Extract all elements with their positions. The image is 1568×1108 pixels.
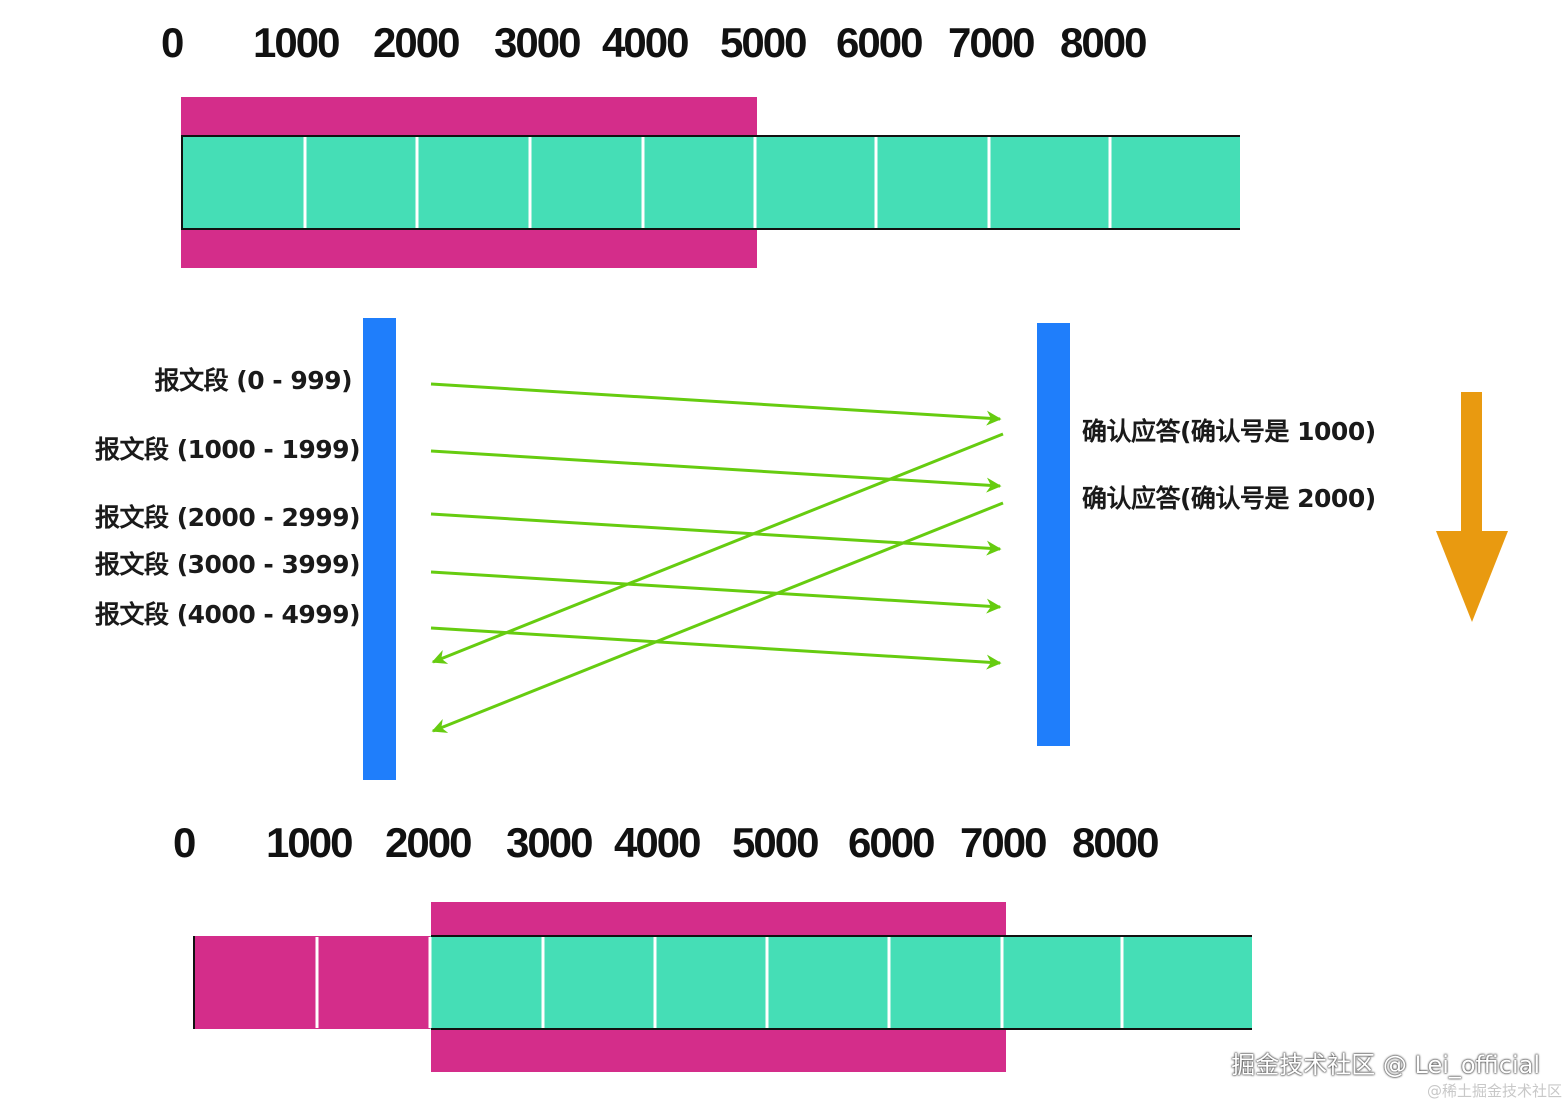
top-scale-label-3000: 3000 <box>494 19 581 66</box>
top-scale-label-6000: 6000 <box>836 19 923 66</box>
segment-label-2: 报文段 (2000 - 2999) <box>95 503 361 532</box>
receiver-timeline <box>1037 323 1070 746</box>
bottom-scale-label-7000: 7000 <box>960 819 1047 866</box>
segment-arrow <box>430 382 1002 426</box>
segment-arrow <box>430 512 1002 556</box>
sender-timeline <box>363 318 396 780</box>
ack-label-1: 确认应答(确认号是 2000) <box>1082 484 1376 513</box>
bottom-scale-label-2000: 2000 <box>385 819 472 866</box>
top-scale-label-8000: 8000 <box>1060 19 1147 66</box>
segment-arrow <box>430 626 1002 670</box>
ack-arrow <box>431 432 1004 664</box>
segment-arrow <box>430 449 1002 493</box>
ack-label-0: 确认应答(确认号是 1000) <box>1082 417 1376 446</box>
arrow-down-icon <box>1436 392 1508 622</box>
segment-label-1: 报文段 (1000 - 1999) <box>95 435 361 464</box>
top-scale-label-1000: 1000 <box>253 19 340 66</box>
bottom-scale-label-3000: 3000 <box>506 819 593 866</box>
bottom-scale-label-0: 0 <box>173 819 196 866</box>
top-scale-label-0: 0 <box>161 19 184 66</box>
watermark-main: 掘金技术社区 @ Lei_official <box>1231 1051 1540 1079</box>
bottom-scale-label-1000: 1000 <box>266 819 353 866</box>
top-scale-label-2000: 2000 <box>373 19 460 66</box>
ack-arrow <box>431 501 1004 733</box>
segment-label-4: 报文段 (4000 - 4999) <box>95 600 361 629</box>
bottom-buffer <box>193 902 1252 1072</box>
bottom-scale-label-4000: 4000 <box>614 819 701 866</box>
watermark-sub: @稀土掘金技术社区 <box>1426 1082 1562 1100</box>
top-buffer-cells <box>181 136 1240 229</box>
segment-arrow <box>430 570 1002 614</box>
top-scale-label-7000: 7000 <box>948 19 1035 66</box>
segment-label-0: 报文段 (0 - 999) <box>154 366 353 395</box>
segment-label-3: 报文段 (3000 - 3999) <box>95 550 361 579</box>
bottom-acked-cells <box>193 936 430 1029</box>
bottom-scale-label-5000: 5000 <box>732 819 819 866</box>
top-scale-label-5000: 5000 <box>720 19 807 66</box>
top-buffer <box>181 97 1240 268</box>
top-scale-label-4000: 4000 <box>602 19 689 66</box>
bottom-scale-label-6000: 6000 <box>848 819 935 866</box>
bottom-scale-label-8000: 8000 <box>1072 819 1159 866</box>
